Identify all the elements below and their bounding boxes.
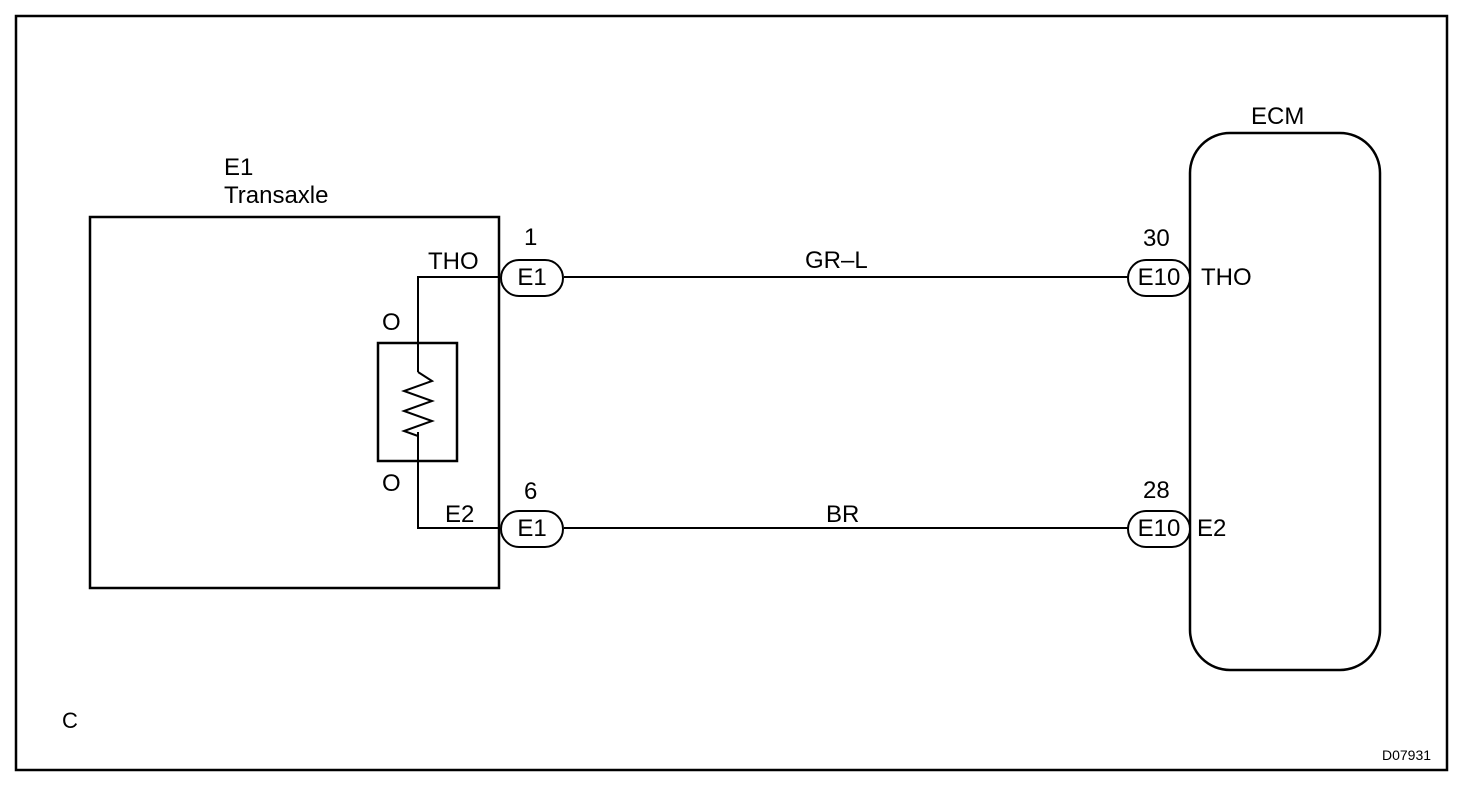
ecm-pin-number-30: 30	[1143, 225, 1170, 252]
thermistor-terminal-bottom: O	[382, 470, 401, 497]
internal-wire-e2	[417, 432, 500, 529]
ecm-box	[1188, 131, 1382, 672]
diagram-frame	[14, 14, 1449, 772]
sensor-connector-id: E1	[224, 154, 254, 181]
internal-wire-tho	[417, 276, 500, 372]
sensor-pin-number-1: 1	[524, 224, 538, 251]
thermistor-terminal-top: O	[382, 309, 401, 336]
ecm-connector-pin-tho: E10	[1127, 259, 1191, 297]
thermistor-symbol	[401, 371, 435, 437]
wire-color-code-gr-l: GR–L	[805, 247, 868, 274]
ecm-title: ECM	[1251, 103, 1305, 130]
corner-letter: C	[62, 708, 78, 733]
sensor-component-name: Transaxle	[224, 182, 329, 209]
ecm-connector-pin-e2: E10	[1127, 510, 1191, 548]
sensor-signal-label-tho: THO	[428, 248, 479, 275]
sensor-connector-pin-tho: E1	[500, 259, 564, 297]
wire-color-code-br: BR	[826, 501, 860, 528]
sensor-connector-pin-e2: E1	[500, 510, 564, 548]
ecm-signal-label-e2: E2	[1197, 515, 1227, 542]
ecm-signal-label-tho: THO	[1201, 264, 1252, 291]
figure-code: D07931	[1382, 747, 1432, 763]
sensor-signal-label-e2: E2	[445, 501, 475, 528]
transaxle-box	[88, 215, 501, 590]
sensor-pin-number-6: 6	[524, 478, 538, 505]
ecm-pin-number-28: 28	[1143, 477, 1170, 504]
